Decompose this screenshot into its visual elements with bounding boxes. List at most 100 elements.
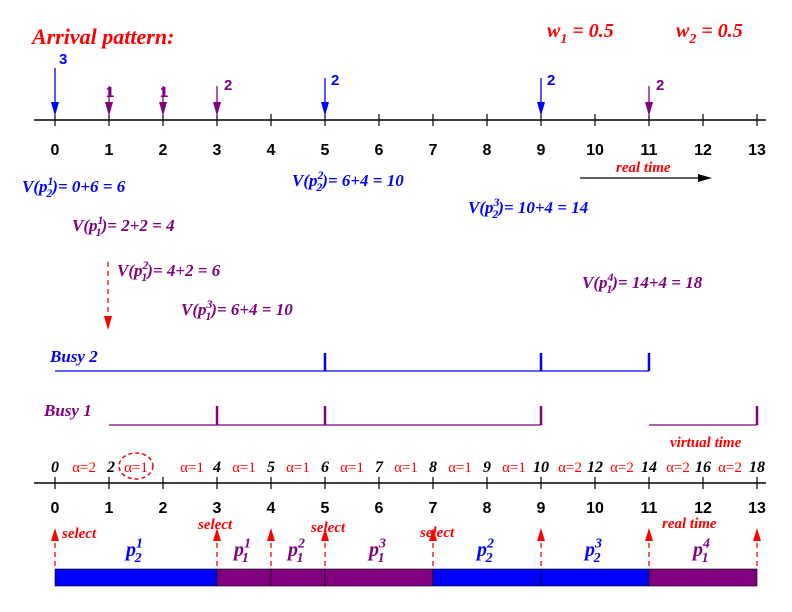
real-tick-label: 8 (483, 142, 492, 159)
virtual-time-value: 12 (587, 459, 603, 476)
schedule-packet-label-part: 1 (136, 537, 143, 552)
virtual-finish-label-part: V( (72, 216, 90, 235)
virtual-finish-label-part: ) (209, 300, 217, 319)
alpha-label: α=2 (718, 460, 742, 476)
schedule-block (54, 568, 218, 587)
virtual-finish-label-part: ) (145, 261, 153, 280)
schedule-packet-label-part: 2 (593, 551, 601, 566)
real-tick-label: 12 (694, 142, 712, 159)
busy1-line (109, 406, 759, 426)
busy2-line (55, 353, 651, 372)
select-label: select (419, 525, 455, 541)
select-arrow-head (753, 528, 761, 541)
arrival-count: 3 (59, 51, 67, 68)
virtual-finish-label-part: ) (50, 177, 58, 196)
arrival-count: 2 (224, 77, 232, 94)
select-arrow-head (537, 528, 545, 541)
busy1-label: Busy 1 (43, 401, 92, 420)
highlight-circle (118, 452, 154, 480)
virtual-finish-label-part: 1 (48, 174, 54, 188)
real-tick-label: 3 (213, 142, 222, 159)
virtual-finish-label-part: V( (117, 261, 135, 280)
arrival-arrow-head (213, 102, 221, 116)
virtual-finish-label-part: 3 (493, 195, 500, 209)
virtual-finish-label-part: V( (22, 177, 40, 196)
schedule-packet-label-part: 1 (297, 551, 304, 566)
bottom-tick-label: 12 (694, 500, 712, 517)
real-tick-label: 13 (748, 142, 766, 159)
arrival-arrow-head (321, 102, 329, 116)
virtual-time-value: 0 (51, 459, 59, 476)
schedule-block (216, 568, 272, 587)
real-tick-label: 11 (641, 142, 658, 159)
schedule-packet-label-part: p (475, 539, 487, 561)
real-tick-label: 7 (429, 142, 438, 159)
virtual-finish-label-part: 1 (606, 282, 612, 296)
real-tick-label: 4 (267, 142, 276, 159)
alpha-label: α=1 (394, 460, 418, 476)
arrival-arrow-head (159, 102, 167, 116)
select-label: select (61, 526, 97, 542)
schedule-packet-label-part: p (691, 539, 703, 561)
virtual-finish-label-part: 2 (491, 207, 498, 221)
weight-w1-sub: 1 (560, 32, 567, 47)
virtual-finish-label-part: ) (320, 171, 328, 190)
schedule-packet-label-part: 1 (378, 551, 385, 566)
bottom-tick-label: 7 (429, 500, 438, 517)
virtual-finish-label-part: ) (100, 216, 108, 235)
schedule-packet-label-part: p (583, 539, 595, 561)
alpha-label: α=1 (340, 460, 364, 476)
bottom-tick-label: 9 (537, 500, 546, 517)
weight-w1-sym: w (547, 20, 561, 42)
arrival-arrow-head (537, 102, 545, 116)
diagram-title: Arrival pattern: (30, 24, 174, 49)
virtual-finish-label-value: = 2+2 = 4 (107, 216, 174, 235)
select-arrow-head (213, 528, 221, 541)
virtual-time-value: 16 (695, 459, 711, 476)
schedule-packet-label-part: 4 (702, 537, 710, 552)
virtual-time-value: 10 (533, 459, 549, 476)
bottom-tick-label: 10 (586, 500, 604, 517)
arrival-arrow-head (645, 102, 653, 116)
weight-w2-sub: 2 (688, 32, 696, 47)
alpha-label: α=1 (448, 460, 472, 476)
virtual-finish-label-part: V( (292, 171, 310, 190)
schedule-block (432, 568, 542, 587)
select-arrow-head (429, 528, 437, 541)
alpha-label: α=1 (286, 460, 310, 476)
virtual-finish-label-part: 2 (142, 258, 149, 272)
arrival-arrow-head (105, 102, 113, 116)
virtual-finish-label-value: = 6+4 = 10 (217, 300, 293, 319)
schedule-packet-label-part: 1 (244, 537, 250, 552)
real-tick-label: 10 (586, 142, 604, 159)
bottom-tick-label: 2 (159, 500, 168, 517)
virtual-finish-label-part: 1 (141, 270, 147, 284)
schedule-packet-label-part: p (124, 539, 136, 561)
schedule-packet-label-part: 3 (594, 537, 602, 552)
busy2-label: Busy 2 (49, 347, 98, 366)
schedule-packet-label-part: 3 (378, 537, 386, 552)
schedule-packet-label-part: 2 (297, 537, 305, 552)
virtual-time-value: 4 (212, 459, 221, 476)
virtual-finish-label-part: 1 (98, 213, 103, 227)
alpha-label: α=1 (502, 460, 526, 476)
schedule-packet-label-part: p (367, 539, 379, 561)
select-arrow-head (321, 528, 329, 541)
virtual-time-value: 5 (267, 459, 275, 476)
bottom-tick-label: 1 (105, 500, 114, 517)
virtual-finish-label-value: = 10+4 = 14 (504, 198, 588, 217)
virtual-finish-label-part: V( (181, 300, 199, 319)
virtual-finish-label-part: V( (468, 198, 486, 217)
